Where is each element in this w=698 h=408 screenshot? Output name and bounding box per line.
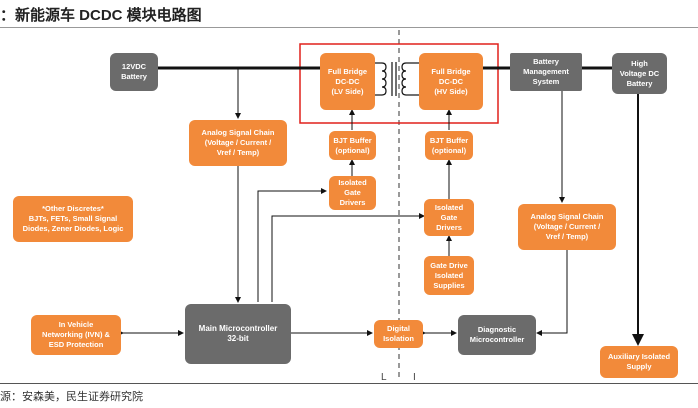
diagnostic-microcontroller: Diagnostic Microcontroller	[458, 315, 536, 355]
highlight-box	[299, 43, 499, 124]
isolated-gate-drivers-right: Isolated Gate Drivers	[424, 199, 474, 236]
hv-battery-block: High Voltage DC Battery	[612, 53, 667, 94]
main-microcontroller: Main Microcontroller 32-bit	[185, 304, 291, 364]
full-bridge-hv-block: Full Bridge DC-DC (HV Side)	[419, 53, 483, 110]
bjt-buffer-right: BJT Buffer (optional)	[425, 131, 473, 160]
marker-right: I	[413, 372, 416, 383]
bms-block: Battery Management System	[510, 53, 582, 91]
title-divider	[0, 27, 698, 28]
battery-12v-block: 12VDC Battery	[110, 53, 158, 91]
footer-divider	[0, 383, 698, 384]
page-title: ：新能源车 DCDC 模块电路图	[0, 7, 202, 24]
source-note: 源：安森美，民生证券研究院	[0, 391, 143, 403]
gate-drive-isolated-supplies: Gate Drive Isolated Supplies	[424, 256, 474, 295]
digital-isolation-block: Digital Isolation	[374, 320, 423, 348]
wire-mcu-to-igd-right	[271, 213, 425, 302]
wire-mcu-to-igd-left	[257, 188, 327, 302]
other-discretes-block: *Other Discretes* BJTs, FETs, Small Sign…	[13, 196, 133, 242]
isolated-gate-drivers-left: Isolated Gate Drivers	[329, 176, 376, 210]
auxiliary-isolated-supply: Auxiliary Isolated Supply	[600, 346, 678, 378]
wire-asc-right-to-diag	[536, 250, 568, 336]
transformer-icon	[375, 62, 419, 96]
ivn-esd-block: In Vehicle Networking (IVN) & ESD Protec…	[31, 315, 121, 355]
full-bridge-lv-block: Full Bridge DC-DC (LV Side)	[320, 53, 375, 110]
marker-left: L	[381, 372, 387, 383]
analog-signal-chain-left: Analog Signal Chain (Voltage / Current /…	[189, 120, 287, 166]
analog-signal-chain-right: Analog Signal Chain (Voltage / Current /…	[518, 204, 616, 250]
bjt-buffer-left: BJT Buffer (optional)	[329, 131, 376, 160]
